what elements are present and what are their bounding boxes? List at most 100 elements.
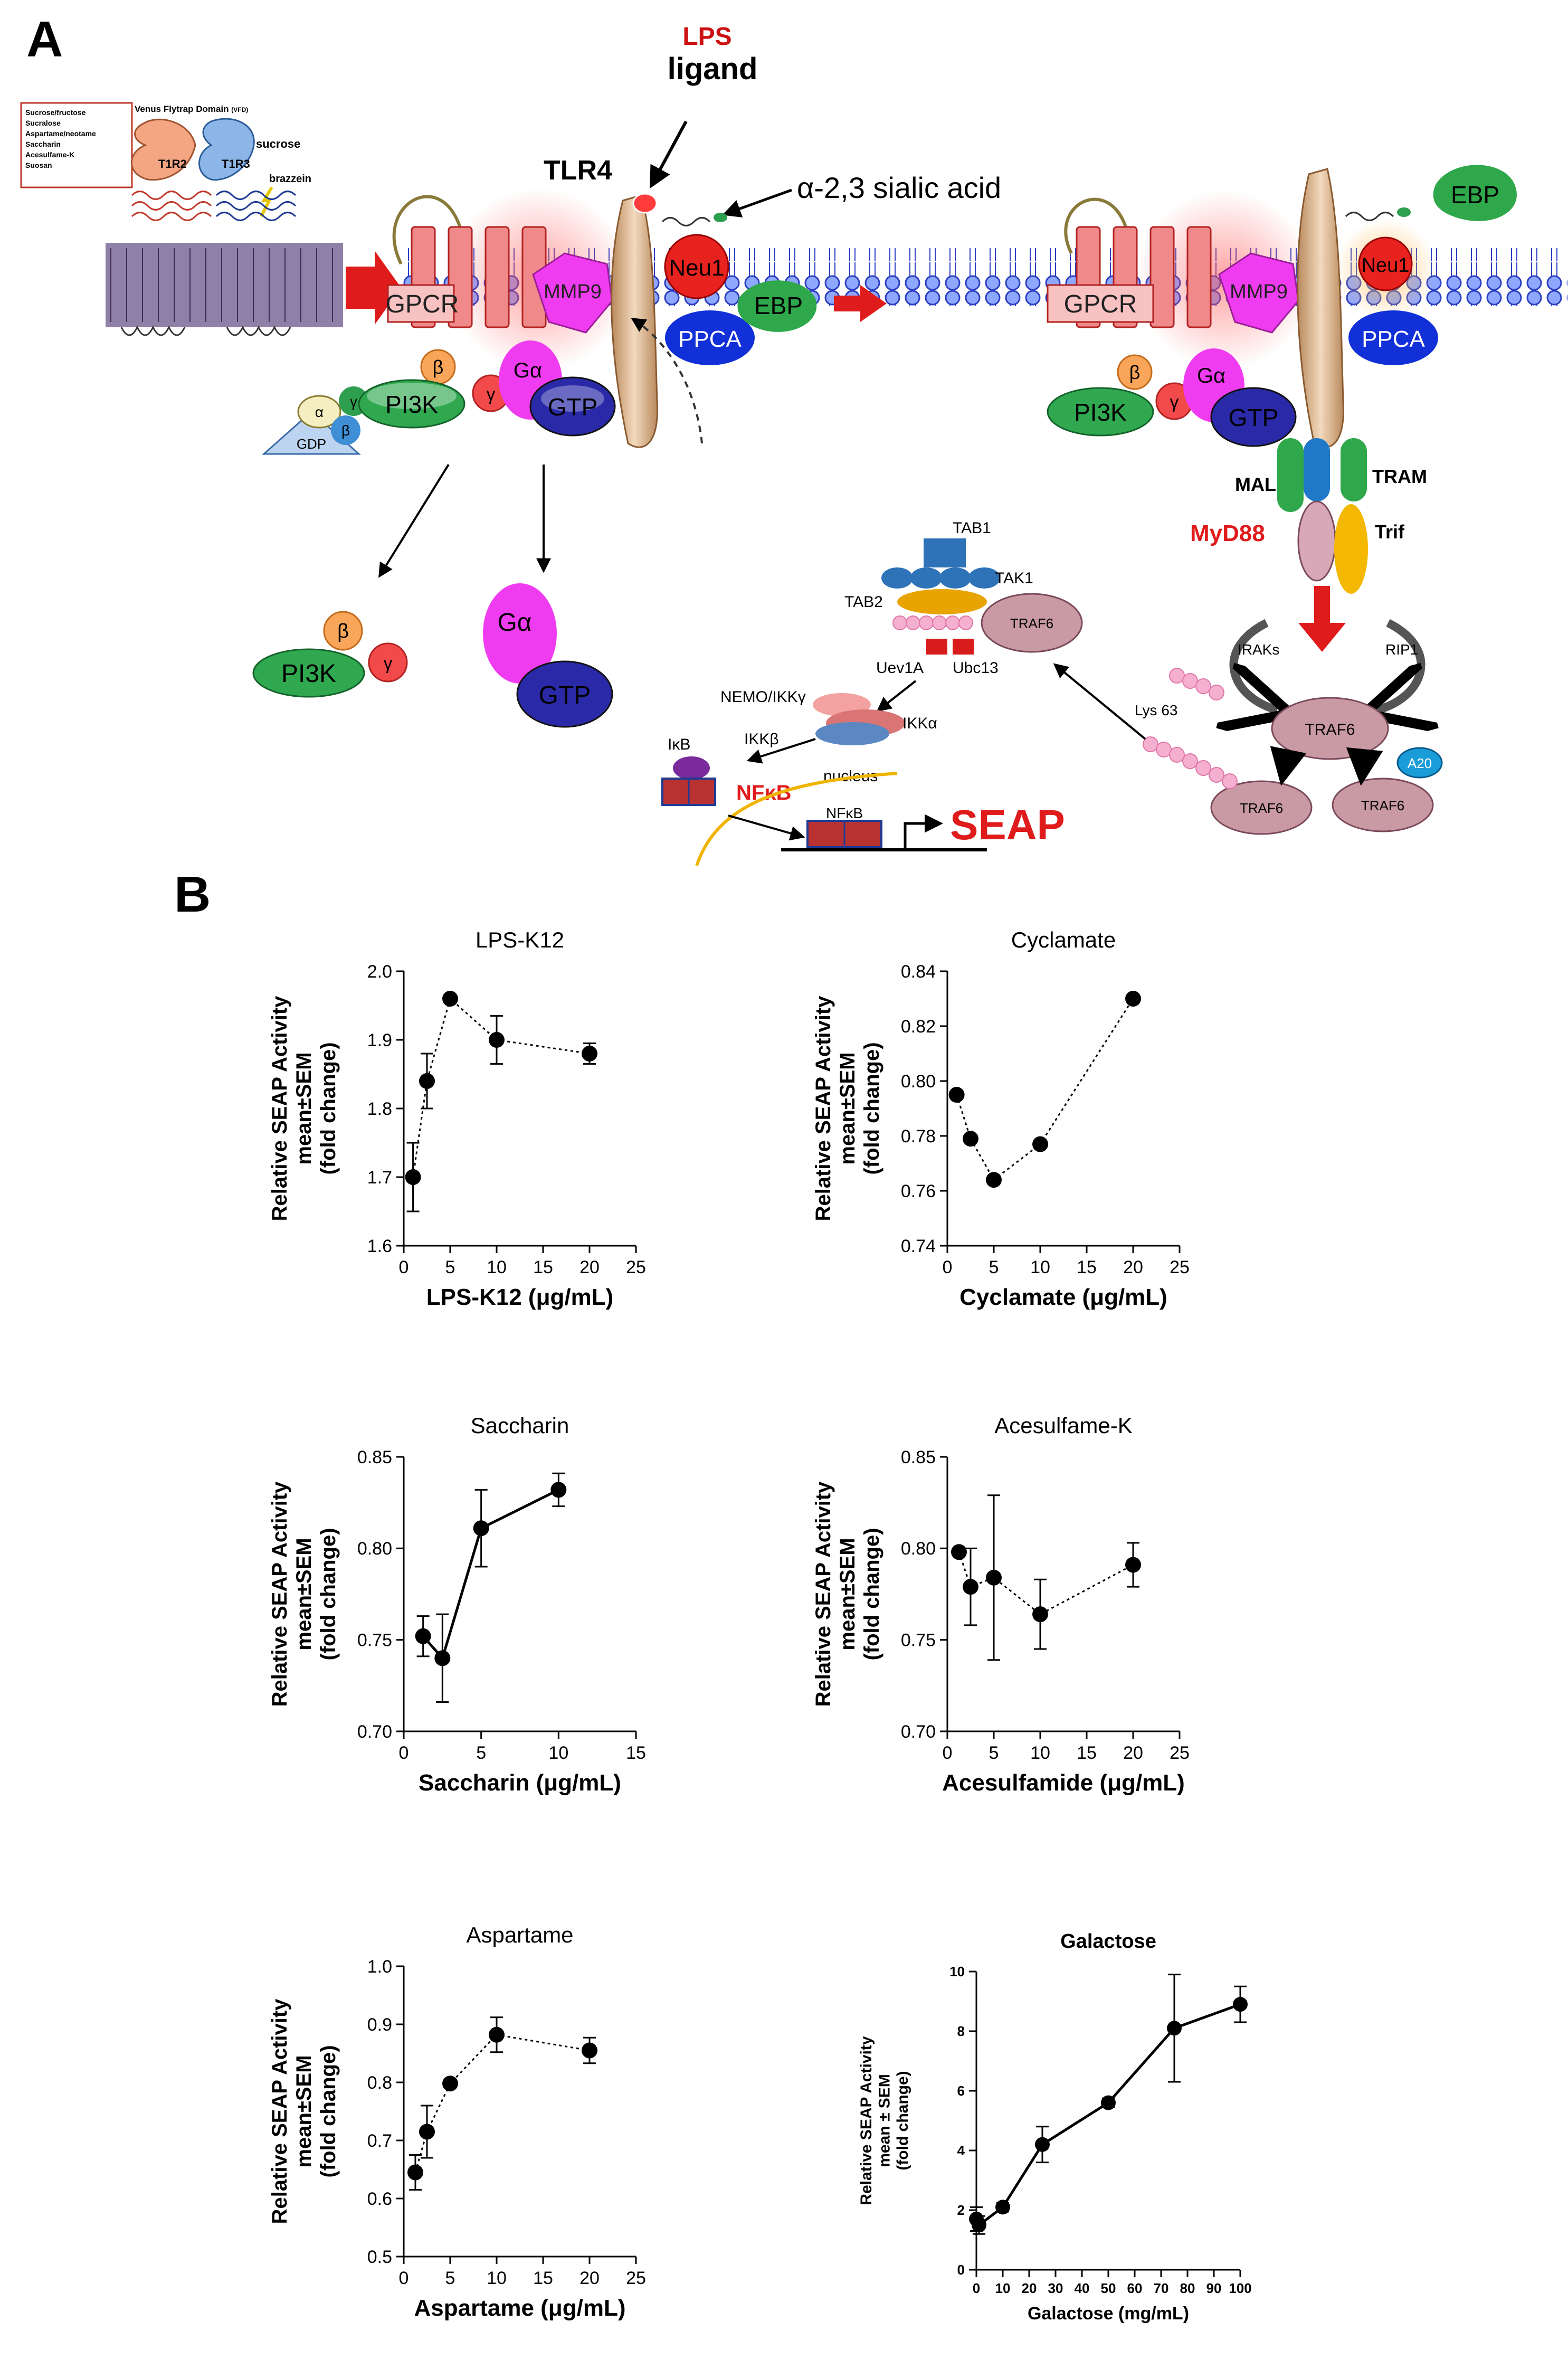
x-tick-label: 0 — [399, 1257, 409, 1277]
y-tick-label: 1.6 — [367, 1236, 392, 1256]
y-axis-label: Relative SEAP Activity — [812, 1481, 835, 1707]
y-tick-label: 0 — [957, 2262, 965, 2278]
ikk-complex: NEMO/IKKγ IKKα IKKβ — [720, 688, 937, 748]
y-axis-label: mean ± SEM — [876, 2074, 894, 2167]
sialic-acid-label: α-2,3 sialic acid — [797, 171, 1001, 204]
gpcr-right-label: GPCR — [1064, 290, 1137, 318]
intracellular-right: β PI3K γ Gα GTP — [1047, 348, 1297, 447]
pi3k-right-label: PI3K — [1074, 399, 1127, 426]
x-tick-label: 20 — [1123, 1257, 1143, 1277]
gamma-right-label: γ — [1170, 392, 1179, 412]
x-tick-label: 20 — [1022, 2280, 1037, 2296]
tak1-label: TAK1 — [995, 570, 1033, 587]
arrow-to-pi3k — [378, 463, 450, 578]
data-point — [972, 2218, 986, 2233]
x-tick-label: 100 — [1229, 2280, 1251, 2296]
y-axis-label: (fold change) — [860, 1528, 883, 1660]
x-tick-label: 15 — [533, 1257, 553, 1277]
released-pi3k: β PI3K γ — [252, 611, 408, 698]
sialic-arrow — [722, 188, 792, 217]
data-point — [986, 1172, 1002, 1188]
data-point — [419, 1073, 435, 1089]
data-point — [948, 1087, 965, 1103]
neu1-right-label: Neu1 — [1362, 254, 1410, 277]
t1r2-label: T1R2 — [158, 157, 187, 170]
ligand-label: ligand — [668, 52, 758, 86]
data-point — [1125, 991, 1141, 1007]
gpcr-complex-left: GPCR MMP9 — [386, 187, 631, 372]
y-tick-label: 1.0 — [367, 1957, 392, 1977]
sweetener-item: Sucrose/fructose — [25, 108, 86, 117]
arrow-traf6-to-tak — [1053, 663, 1146, 740]
data-point — [995, 2200, 1010, 2215]
y-tick-label: 0.8 — [367, 2073, 392, 2093]
neu1-complex-left: Neu1 PPCA EBP — [664, 234, 817, 365]
transcription-arrow — [904, 814, 943, 850]
y-tick-label: 0.82 — [901, 1017, 936, 1037]
data-point — [489, 2026, 505, 2043]
gpcr-complex-right: GPCR MMP9 — [1047, 190, 1314, 369]
data-point — [407, 2164, 423, 2181]
t1r3-label: T1R3 — [222, 157, 250, 170]
series-line — [958, 1551, 1134, 1615]
tram-label: TRAM — [1372, 466, 1427, 487]
data-point — [963, 1579, 978, 1595]
series-line — [975, 2003, 1241, 2228]
uev1a-label: Uev1A — [876, 659, 924, 677]
x-tick-label: 80 — [1180, 2280, 1195, 2296]
chart-title: Saccharin — [471, 1413, 569, 1438]
sweetener-list: Sucrose/fructose Sucralose Aspartame/neo… — [25, 108, 96, 169]
gamma-label: γ — [350, 393, 357, 410]
sweetener-item: Sucralose — [25, 119, 61, 127]
nucleus-envelope — [695, 772, 898, 866]
x-axis-label: Cyclamate (μg/mL) — [959, 1284, 1167, 1310]
sucrose-label: sucrose — [256, 137, 300, 150]
x-tick-label: 70 — [1154, 2280, 1169, 2296]
traf6-cluster: TRAF6 TRAF6 TRAF6 A20 — [1143, 668, 1443, 835]
y-tick-label: 0.80 — [901, 1539, 936, 1559]
sweetener-item: Saccharin — [25, 140, 61, 148]
series-line — [422, 1489, 559, 1661]
x-tick-label: 30 — [1048, 2280, 1063, 2296]
y-tick-label: 1.8 — [367, 1099, 392, 1119]
data-point — [415, 1628, 431, 1644]
x-tick-label: 10 — [487, 2268, 507, 2288]
trif-label: Trif — [1375, 521, 1405, 543]
y-tick-label: 1.7 — [367, 1168, 392, 1188]
y-axis-label: (fold change) — [317, 2045, 340, 2177]
x-tick-label: 0 — [943, 1257, 953, 1277]
t1r-helices — [131, 191, 297, 221]
x-tick-label: 25 — [626, 1257, 646, 1277]
data-point — [434, 1650, 451, 1666]
x-tick-label: 5 — [989, 1743, 999, 1763]
y-axis-label: Relative SEAP Activity — [268, 1481, 291, 1707]
y-tick-label: 0.80 — [901, 1072, 936, 1092]
nfkb-complex: IκB NFκB nucleus NFκB SEAP — [661, 736, 1065, 866]
x-axis-label: Acesulfamide (μg/mL) — [942, 1770, 1185, 1796]
x-tick-label: 25 — [626, 2268, 646, 2288]
x-tick-label: 25 — [1170, 1743, 1190, 1763]
arrow-to-ikk — [876, 680, 917, 712]
rip1-label: RIP1 — [1385, 641, 1418, 658]
tlr-adaptors: MAL TRAM MyD88 Trif — [1190, 438, 1427, 594]
ebp-left-label: EBP — [754, 292, 803, 319]
data-point — [1125, 1557, 1141, 1573]
chart-title: Aspartame — [466, 1922, 573, 1947]
panel-label-b: B — [174, 866, 211, 923]
y-axis-label: (fold change) — [317, 1042, 340, 1174]
gdp-label: GDP — [297, 436, 326, 452]
y-tick-label: 0.75 — [357, 1631, 392, 1651]
y-tick-label: 6 — [957, 2083, 965, 2099]
x-axis-label: LPS-K12 (μg/mL) — [426, 1284, 614, 1310]
signaling-diagram: LPS ligand TLR4 α-2,3 sialic acid Sucros… — [20, 23, 1567, 866]
data-point — [1233, 1997, 1248, 2012]
y-axis-label: (fold change) — [317, 1528, 340, 1660]
data-point — [582, 2042, 597, 2059]
ppca-left-label: PPCA — [678, 326, 742, 352]
beta-left-label: β — [433, 356, 444, 378]
data-point — [951, 1544, 967, 1560]
galpha-right-label: Gα — [1197, 364, 1225, 387]
